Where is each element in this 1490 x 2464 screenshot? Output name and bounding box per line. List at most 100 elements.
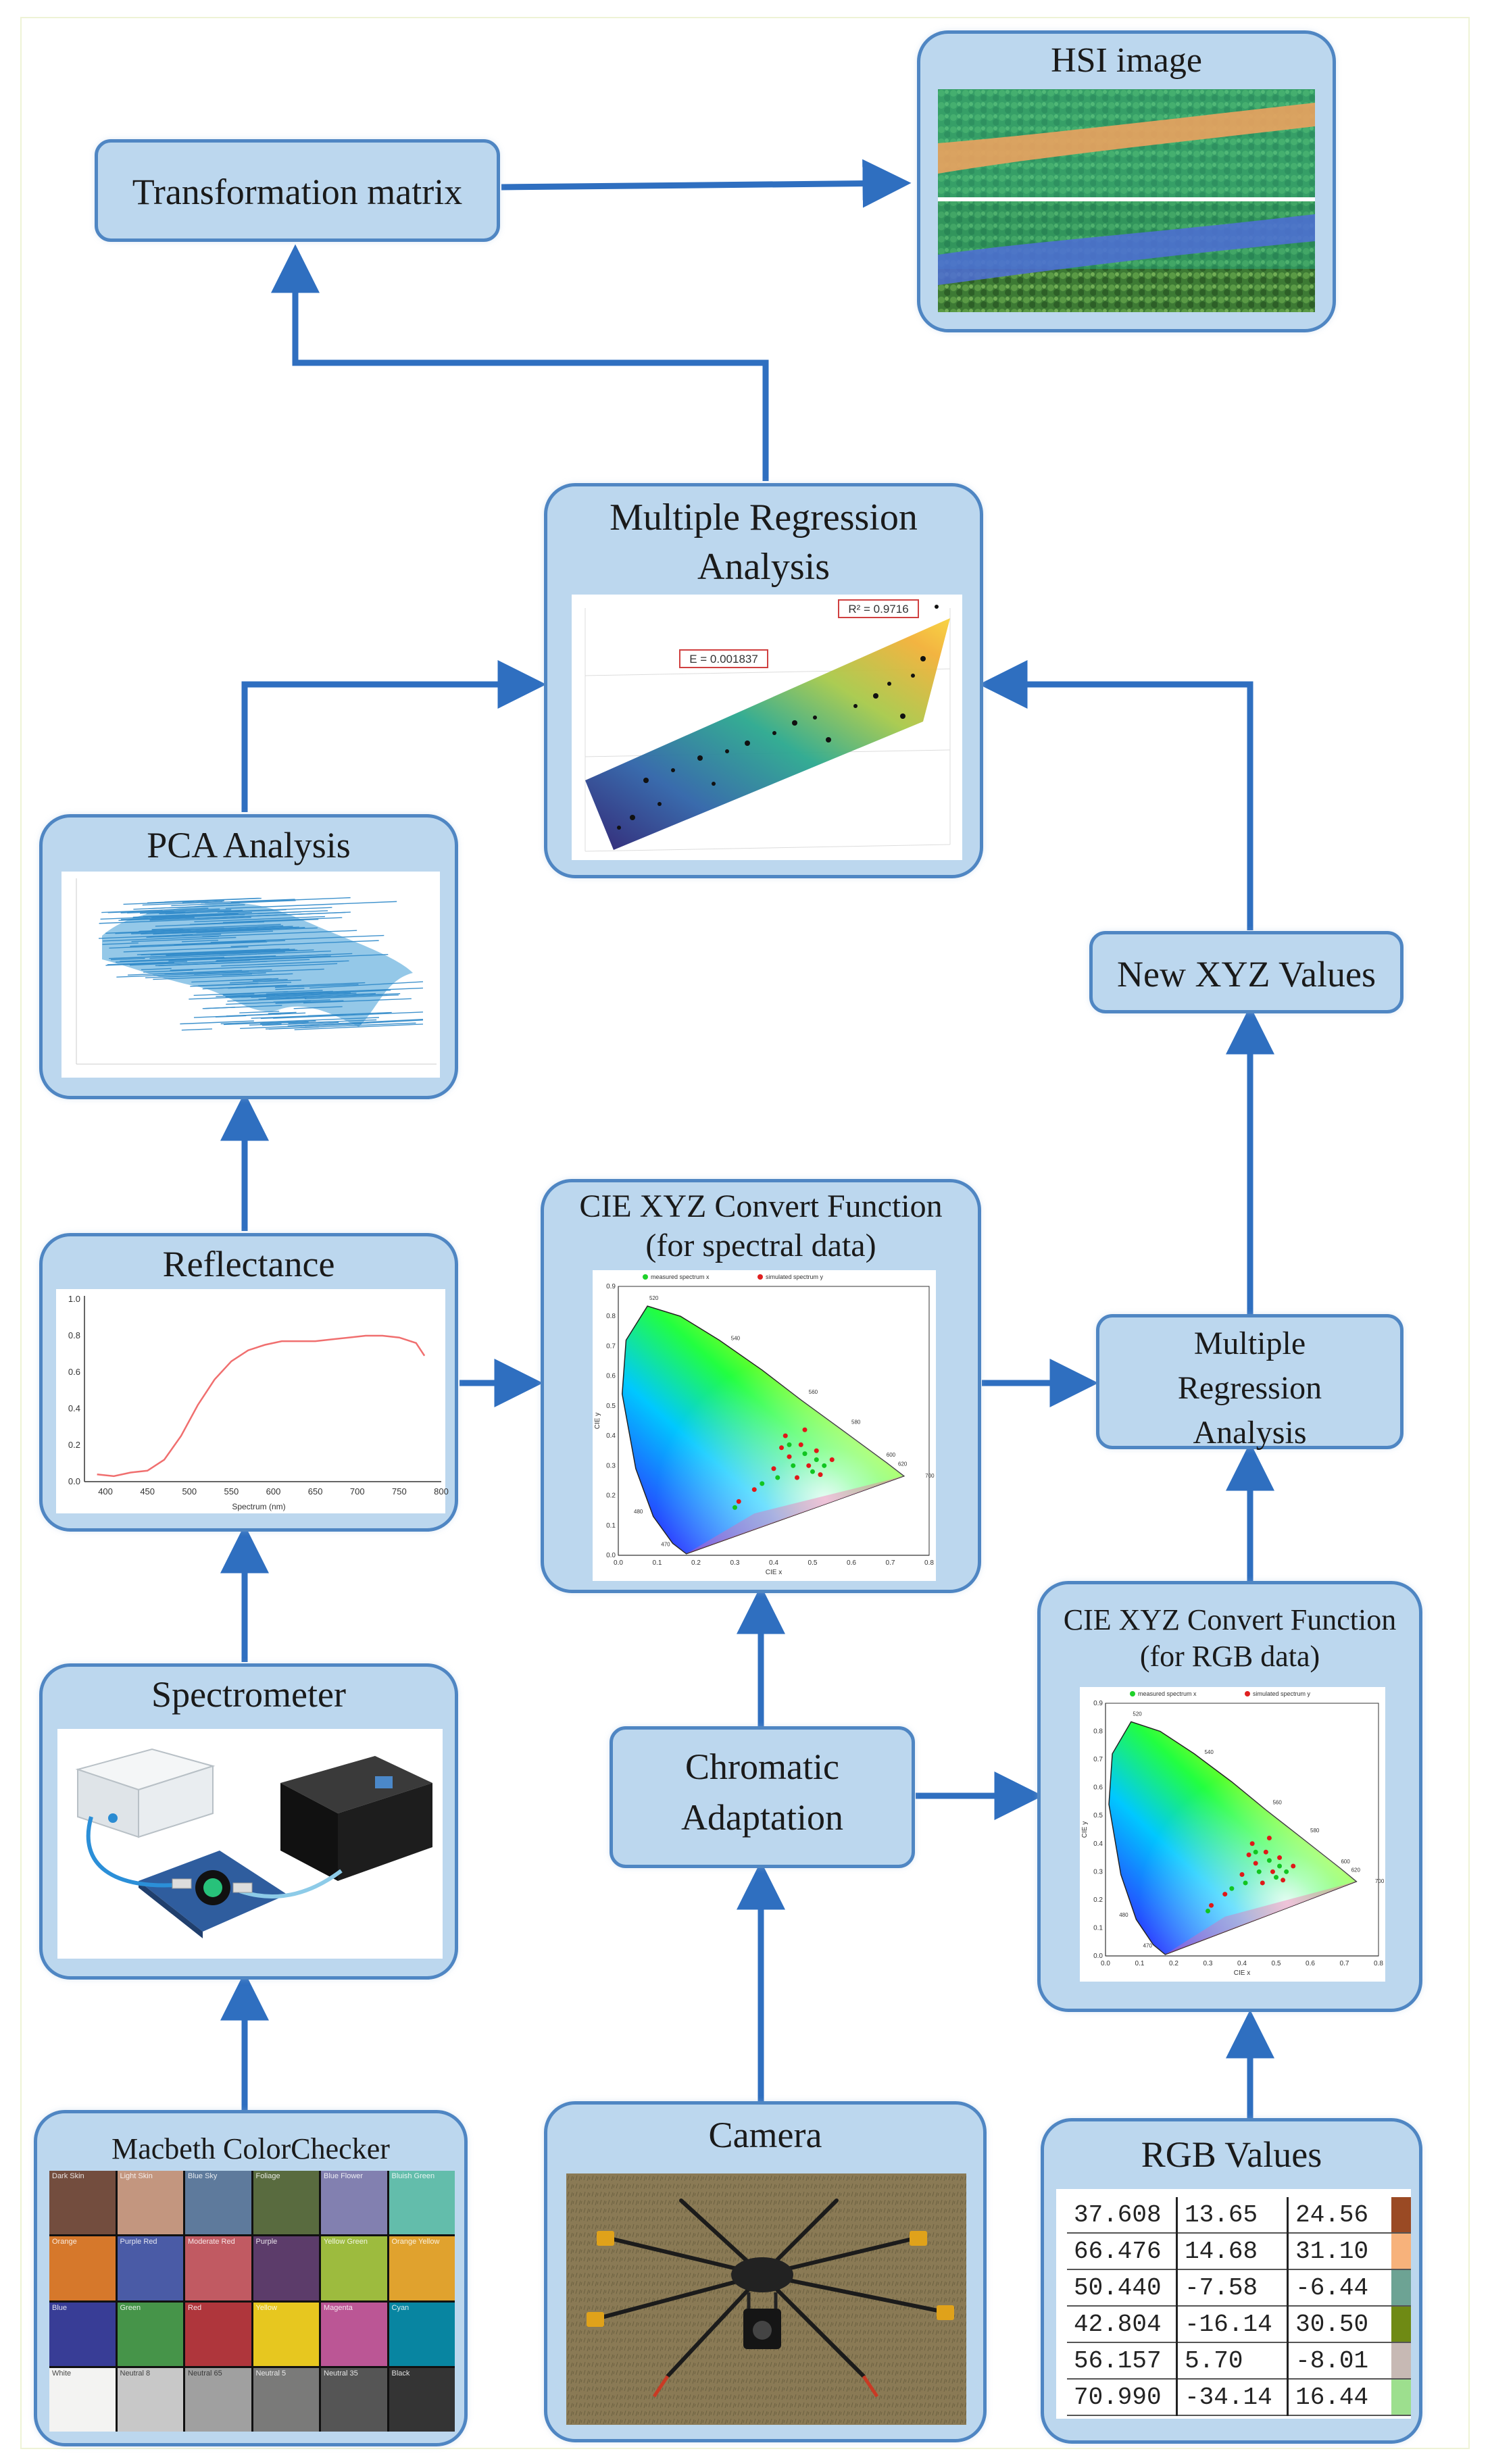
cie-point-simulated: [802, 1427, 808, 1432]
cie-point-simulated: [1246, 1852, 1251, 1857]
cie-xtick: 0.0: [1101, 1960, 1110, 1967]
locus-label: 600: [887, 1452, 896, 1458]
patch-label: Neutral 35: [324, 2369, 358, 2378]
cie-point-simulated: [1253, 1861, 1258, 1866]
reflectance-xtick: 600: [266, 1486, 281, 1497]
new-xyz-values-title: New XYZ Values: [1117, 954, 1376, 995]
color-swatch: [1391, 2342, 1411, 2380]
cie-xtick: 0.7: [886, 1559, 895, 1567]
cie-point-simulated: [1263, 1849, 1268, 1855]
cie-ytick: 0.6: [1093, 1784, 1103, 1792]
cie-point-simulated: [1249, 1841, 1255, 1846]
cie-xtick: 0.6: [1306, 1960, 1315, 1967]
cie-ytick: 0.0: [606, 1552, 616, 1559]
cie-ytick: 0.1: [1093, 1924, 1103, 1932]
colorchecker-patch: Light Skin: [117, 2171, 183, 2235]
locus-label: 520: [649, 1295, 659, 1301]
cie-ytick: 0.9: [1093, 1700, 1103, 1707]
cie-xtick: 0.4: [769, 1559, 778, 1567]
cie-ytick: 0.8: [1093, 1728, 1103, 1736]
locus-label: 480: [634, 1509, 643, 1515]
patch-label: Bluish Green: [391, 2172, 435, 2180]
table-cell: 66.476: [1067, 2233, 1178, 2270]
reflectance-xtick: 450: [140, 1486, 155, 1497]
locus-label: 520: [1133, 1711, 1142, 1717]
colorchecker-patch: Blue Flower: [321, 2171, 387, 2235]
reflectance-xtick: 700: [350, 1486, 365, 1497]
cie-ytick: 0.9: [606, 1283, 616, 1290]
reflectance-ytick: 0.6: [68, 1367, 80, 1377]
cie-point-measured: [1206, 1909, 1210, 1914]
locus-label: 480: [1119, 1912, 1128, 1918]
cie-point-simulated: [771, 1466, 776, 1472]
locus-label: 580: [1310, 1828, 1320, 1834]
camera-title: Camera: [708, 2115, 822, 2155]
colorchecker-patch: Foliage: [253, 2171, 319, 2235]
patch-label: Yellow Green: [324, 2238, 368, 2246]
cie-xtick: 0.8: [924, 1559, 934, 1567]
multiple-regression-small-node: Multiple Regression Analysis: [1096, 1314, 1404, 1451]
colorchecker-patch: Yellow: [253, 2302, 319, 2366]
cie-point-measured: [775, 1475, 780, 1480]
locus-label: 470: [1143, 1943, 1153, 1949]
patch-label: Purple: [255, 2238, 278, 2246]
colorchecker-patch: Green: [117, 2302, 183, 2366]
cie-point-simulated: [787, 1454, 792, 1459]
cie-ytick: 0.7: [1093, 1756, 1103, 1763]
cie-point-simulated: [736, 1499, 741, 1504]
colorchecker-patch: Purple Red: [117, 2236, 183, 2300]
cie-ylabel: CIE y: [1081, 1821, 1089, 1838]
table-cell: -16.14: [1176, 2306, 1289, 2343]
cie-point-simulated: [1239, 1871, 1245, 1877]
cie-point-simulated: [1209, 1903, 1214, 1908]
patch-label: Dark Skin: [52, 2172, 84, 2180]
cie-ytick: 0.3: [606, 1462, 616, 1469]
colorchecker-patch: Neutral 5: [253, 2367, 319, 2432]
reflectance-ytick: 1.0: [68, 1294, 80, 1304]
color-swatch: [1391, 2306, 1411, 2343]
multiple-regression-small-title: Multiple Regression Analysis: [1177, 1326, 1322, 1451]
reflectance-ytick: 0.8: [68, 1330, 80, 1340]
legend-marker-simulated: [758, 1274, 763, 1280]
cie-xtick: 0.5: [808, 1559, 818, 1567]
multiple-regression-main-node: Multiple Regression Analysis: [544, 483, 983, 878]
legend-measured: measured spectrum x: [651, 1274, 710, 1280]
cie-point-measured: [1277, 1863, 1283, 1869]
reflectance-title: Reflectance: [162, 1244, 335, 1284]
cie-xtick: 0.8: [1374, 1960, 1383, 1967]
cie-point-simulated: [829, 1457, 835, 1462]
colorchecker-patch: Blue Sky: [185, 2171, 251, 2235]
transformation-matrix-node: Transformation matrix: [95, 139, 500, 242]
reflectance-xtick: 800: [434, 1486, 449, 1497]
hsi-image-picture: [938, 89, 1315, 312]
cie-rgb-title-line2: (for RGB data): [1139, 1640, 1320, 1673]
cie-xtick: 0.1: [653, 1559, 662, 1567]
patch-label: Purple Red: [120, 2238, 157, 2246]
spectrometer-node: Spectrometer: [39, 1663, 458, 1980]
cie-point-simulated: [1266, 1835, 1272, 1840]
cie-xtick: 0.1: [1135, 1960, 1145, 1967]
pca-analysis-title: PCA Analysis: [147, 825, 351, 865]
reflectance-ytick: 0.0: [68, 1476, 80, 1486]
cie-ylabel: CIE y: [594, 1413, 601, 1429]
r-squared-label: R² = 0.9716: [848, 603, 908, 615]
cie-xtick: 0.3: [730, 1559, 740, 1567]
cie-rgb-node: CIE XYZ Convert Function (for RGB data) …: [1037, 1581, 1422, 2012]
cie-point-simulated: [779, 1445, 784, 1451]
table-cell: 50.440: [1067, 2269, 1178, 2307]
cie-point-measured: [787, 1442, 792, 1447]
cie-point-simulated: [783, 1433, 788, 1438]
cie-rgb-title-line1: CIE XYZ Convert Function: [1063, 1603, 1397, 1636]
locus-label: 540: [731, 1336, 741, 1342]
locus-label: 540: [1204, 1749, 1214, 1755]
cie-point-simulated: [1260, 1880, 1265, 1886]
locus-label: 620: [898, 1461, 908, 1467]
cie-point-measured: [760, 1481, 765, 1486]
